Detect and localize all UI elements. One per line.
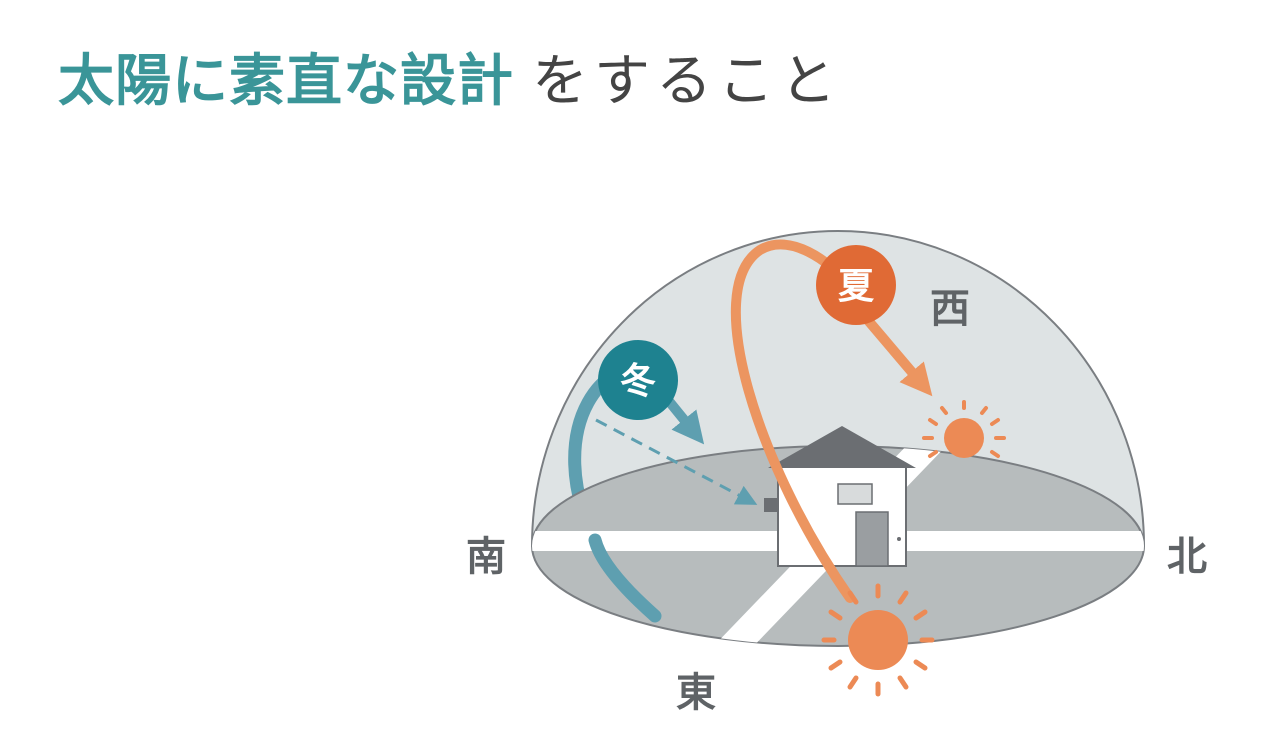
title-highlight: 太陽に素直な設計 <box>58 49 514 114</box>
winter-badge: 冬 <box>598 340 678 420</box>
house-roof <box>768 426 916 468</box>
page-title: 太陽に素直な設計をすること <box>58 42 842 122</box>
house-chimney-box <box>764 498 780 512</box>
house <box>764 426 916 567</box>
title-rest: をすること <box>532 49 842 114</box>
summer-direction-arrow <box>861 313 933 397</box>
direction-south: 南 <box>466 534 506 580</box>
summer-badge-circle <box>816 245 896 325</box>
winter-direction-arrow <box>663 395 705 445</box>
direction-west: 西 <box>930 286 970 332</box>
house-window <box>837 483 873 505</box>
house-door-knob <box>897 537 901 541</box>
winter-label: 冬 <box>620 361 656 402</box>
direction-east: 東 <box>676 670 716 716</box>
winter-sunlight-arrow <box>595 418 758 505</box>
winter-badge-circle <box>598 340 678 420</box>
house-door <box>855 511 889 567</box>
summer-sun-path <box>730 239 855 603</box>
summer-badge: 夏 <box>816 245 896 325</box>
sunset-sun-icon <box>922 400 1006 458</box>
winter-sun-path-front <box>588 533 662 623</box>
sunrise-sun-icon <box>821 583 935 697</box>
direction-north: 北 <box>1167 534 1207 580</box>
summer-label: 夏 <box>838 266 875 307</box>
